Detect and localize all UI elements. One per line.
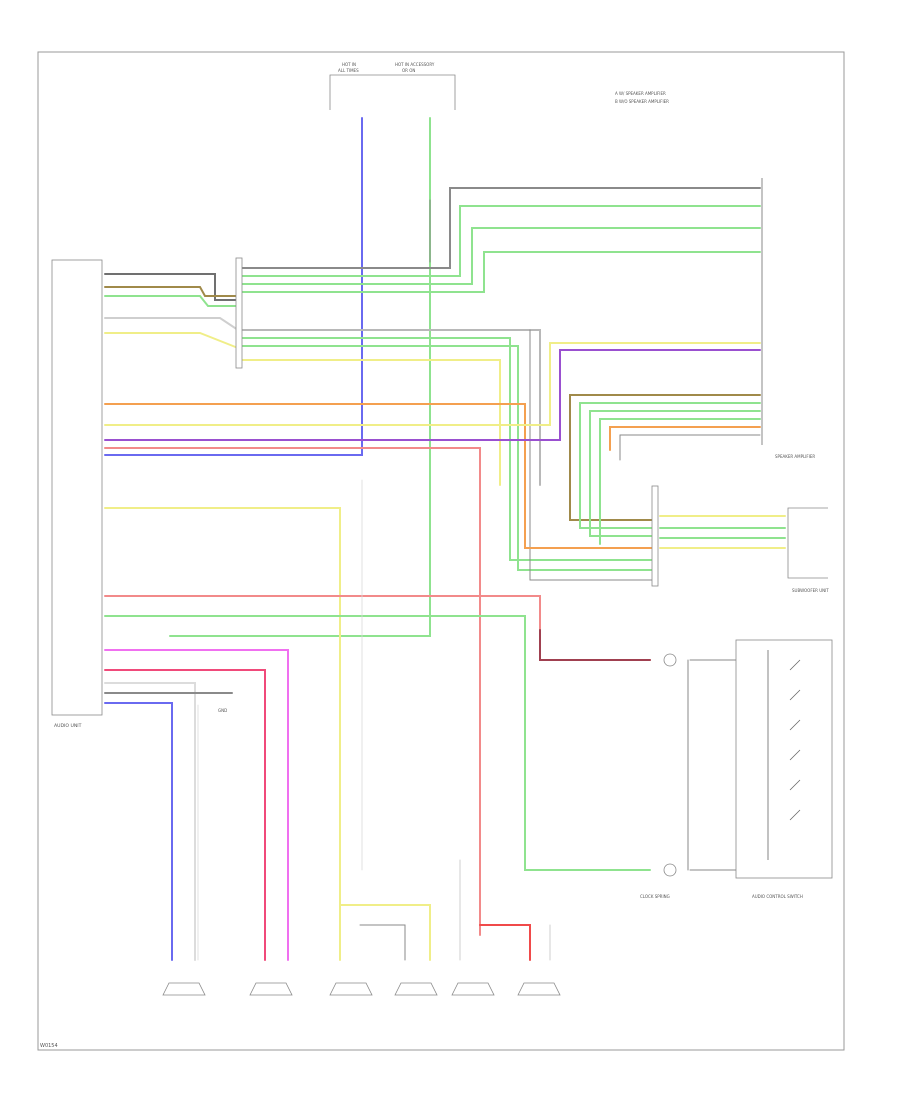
speakers [162,982,561,996]
wire-green-amp-3 [599,418,761,545]
audio-control-switch [735,639,833,879]
fuse-label: HOT IN [342,62,356,67]
legend-line-1: A W/ SPEAKER AMPLIFIER [615,91,666,96]
wire-brown-amp [569,394,761,521]
wire-darkred-switch [539,629,651,661]
speaker-right-front [329,982,373,996]
wire-green-mid-1 [239,337,656,561]
wire-violet-1 [104,349,761,441]
audio-unit-label: AUDIO UNIT [54,723,82,729]
footer-id: W0154 [40,1043,58,1049]
wire-yellow-1 [104,332,239,349]
subwoofer-unit [787,507,828,579]
wire-yellow-rf [339,904,431,961]
audio-unit [51,259,103,716]
wire-orange-1 [104,403,656,549]
wire-white-rr [104,682,196,961]
fuse-label-4: OR ON [402,68,415,73]
wire-green-amp-2 [589,410,761,537]
wire-magenta-lr [104,669,266,961]
fuse-label-3: HOT IN ACCESSORY [395,62,435,67]
switch-label: AUDIO CONTROL SWITCH [752,894,803,899]
wire-green-bus-3 [239,251,761,293]
diagram-frame [37,51,845,1051]
connector-block-1 [235,257,243,369]
wire-green-1 [104,295,239,307]
fuse-box [329,74,456,110]
wire-black-bus [239,187,761,269]
wire-black-1 [104,273,239,301]
wire-black-mid [529,329,656,581]
legend-line-2: B W/O SPEAKER AMPLIFIER [615,99,669,104]
speaker-left-front [451,982,495,996]
switch-contacts [767,650,801,860]
wire-green-amp-1 [579,402,761,529]
wire-green-bus-2 [239,227,761,285]
speaker-left-front-tweeter [517,982,561,996]
wire-orange-amp [609,426,761,451]
wire-blue-fuse [104,117,363,456]
wire-yellow-spk [104,507,341,961]
wire-gray-mid [239,329,541,486]
fuse-label-2: ALL TIMES [338,68,359,73]
wires [104,117,786,961]
amplifier-label: SPEAKER AMPLIFIER [775,454,815,459]
wire-green-mid-2 [239,345,656,571]
subwoofer-label: SUBWOOFER UNIT [792,588,829,593]
ground-label: GND [218,708,227,713]
speaker-left-rear [249,982,293,996]
wire-pink-lr [104,649,289,961]
speaker-right-rear [162,982,206,996]
wire-red-lf [479,924,531,961]
wire-gray-amp [619,434,761,461]
spiral-cable-top [663,653,677,667]
wire-red-1 [104,447,481,936]
wire-brown-1 [104,286,239,297]
wire-green-fuse [169,117,431,637]
connector-block-2 [651,485,659,587]
spiral-cable-label: CLOCK SPRING [640,894,670,899]
spiral-cable-bottom [663,863,677,877]
wire-yellow-rf-2 [359,924,406,961]
wire-blue-rr [104,702,173,961]
wire-yellow-2 [104,342,761,426]
wire-green-bus-1 [239,205,761,277]
wire-white-1 [104,317,239,331]
wire-green-switch [104,615,651,871]
wire-yellow-mid [239,359,501,486]
speaker-right-front-tweeter [394,982,438,996]
